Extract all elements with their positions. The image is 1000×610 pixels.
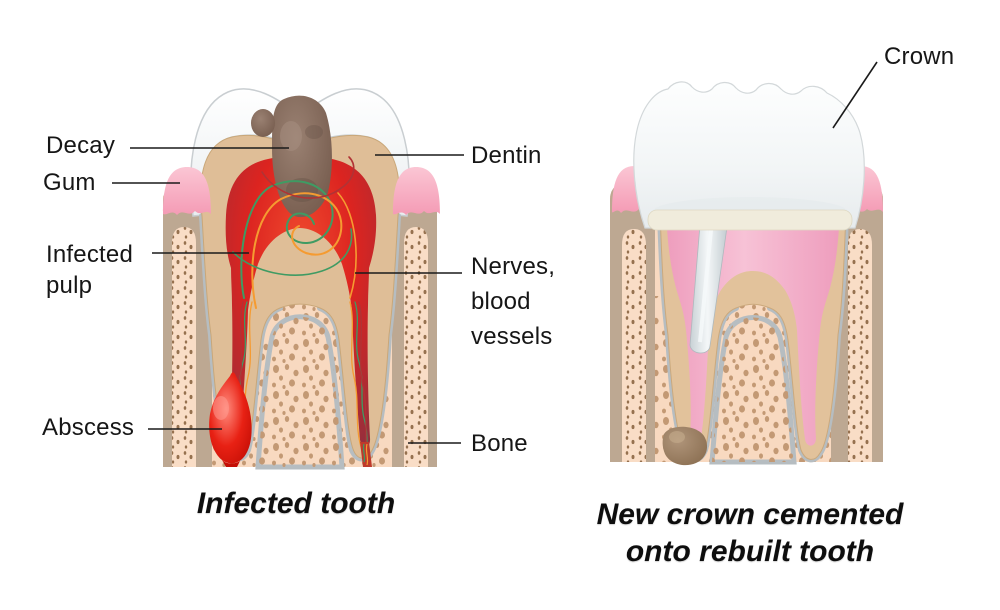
- gum-left: [163, 167, 211, 215]
- gum-bone-column-right: [392, 183, 437, 467]
- new-crown-caption: New crown cemented onto rebuilt tooth: [596, 498, 904, 568]
- decay-label: Decay: [46, 132, 116, 159]
- infected-tooth-caption: Infected tooth: [196, 487, 396, 520]
- nerves-blood-vessels-label: Nerves, blood vessels: [471, 253, 556, 350]
- crown-label: Crown: [884, 43, 955, 70]
- gum-bone-column-left: [163, 183, 212, 467]
- interradicular-bone: [709, 315, 797, 465]
- gum-right: [393, 167, 440, 215]
- restored-tooth-figure: [610, 81, 883, 466]
- leader-lines: [112, 61, 878, 444]
- abscess: [209, 372, 252, 467]
- abscess-label: Abscess: [42, 414, 135, 441]
- apex-seal: [662, 426, 708, 466]
- infected-pulp-label: Infected pulp: [46, 241, 133, 299]
- root-canal-exit: [360, 442, 372, 467]
- bone-label: Bone: [471, 430, 528, 457]
- gum-bone-column-left: [610, 182, 655, 462]
- interradicular-bone: [255, 314, 345, 470]
- cement-band: [647, 209, 853, 231]
- crown-leader-line: [832, 61, 878, 129]
- dentin-label: Dentin: [471, 142, 542, 169]
- infected-pulp: [225, 155, 377, 448]
- metal-post: [689, 212, 730, 354]
- infected-tooth-figure: [163, 88, 440, 470]
- crown: [633, 81, 865, 231]
- gum-label: Gum: [43, 169, 96, 196]
